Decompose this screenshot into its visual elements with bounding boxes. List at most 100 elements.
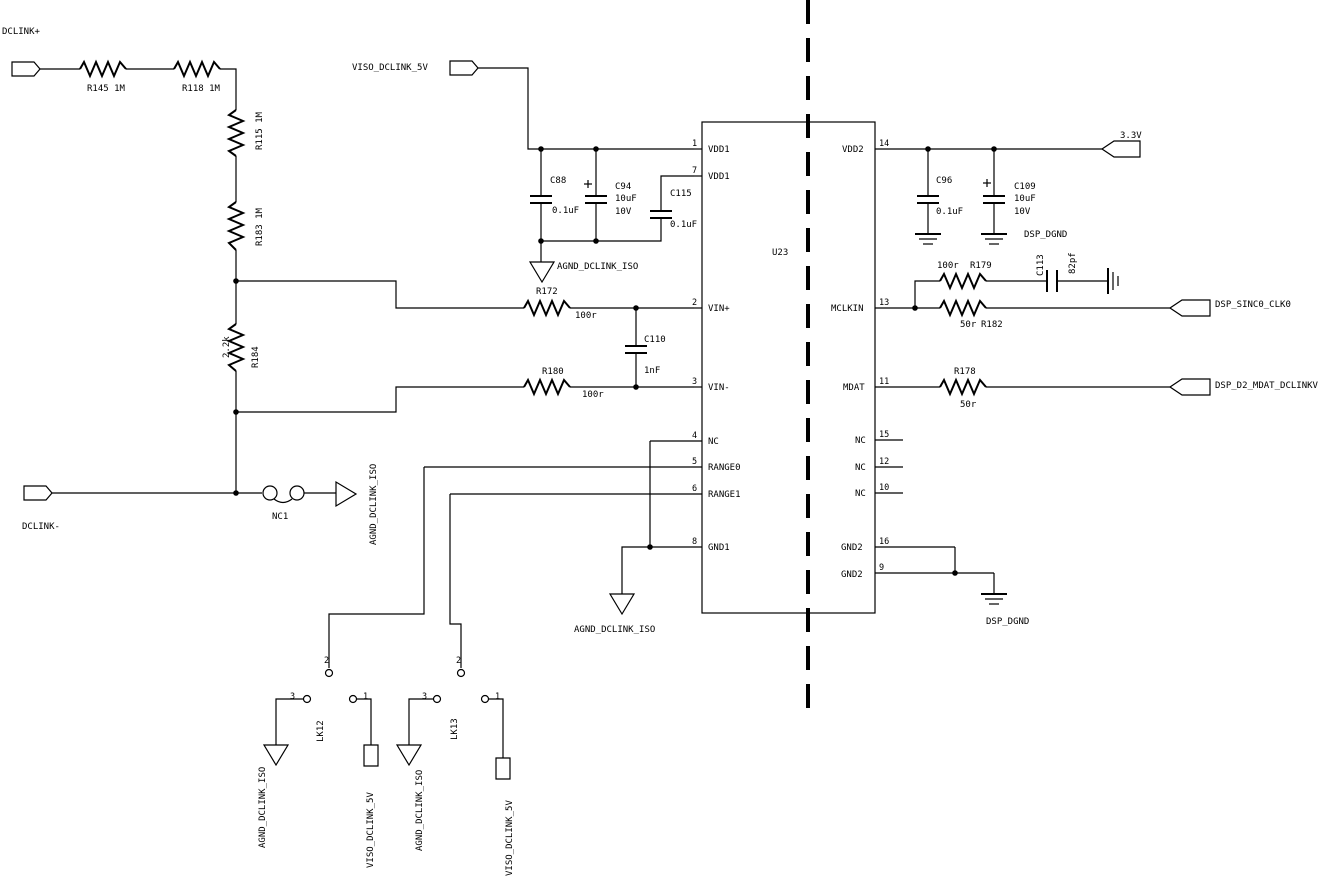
c113-value-label: 82pf xyxy=(1068,252,1078,274)
c88-ref-label: C88 xyxy=(550,176,566,186)
c115-capacitor xyxy=(541,175,694,242)
ic-pin-num-2: 2 xyxy=(692,298,697,308)
viso-top-port xyxy=(449,60,694,150)
ic-pin-num-16: 16 xyxy=(879,537,889,547)
ic-pin-num-10: 10 xyxy=(879,483,889,493)
nc1-label: NC1 xyxy=(272,512,288,522)
junction-dot xyxy=(633,305,639,311)
r180-resistor xyxy=(523,377,694,397)
lk13-pin2: 2 xyxy=(456,656,461,666)
r182-ref-label: R182 xyxy=(981,320,1003,330)
r179-value-label: 100r xyxy=(937,261,959,271)
r183-label: R183 1M xyxy=(255,207,265,246)
lk12-pin1: 1 xyxy=(363,692,368,702)
c109-capacitor xyxy=(981,149,1007,245)
mdat-label: DSP_D2_MDAT_DCLINKV xyxy=(1215,381,1319,391)
r118-resistor xyxy=(173,59,237,110)
c110-value-label: 1nF xyxy=(644,366,660,376)
c109-ref-label: C109 xyxy=(1014,182,1036,192)
ic-pin-num-6: 6 xyxy=(692,484,697,494)
ic-pin-name-mdat: MDAT xyxy=(843,383,865,393)
r145-label: R145 1M xyxy=(87,84,126,94)
lk12-viso-label: VISO_DCLINK_5V xyxy=(366,792,376,868)
ic-pin-name-vdd2: VDD2 xyxy=(842,145,864,155)
lk12-jumper xyxy=(262,668,379,767)
ic-pin-name-nc12: NC xyxy=(855,463,866,473)
ic-pin-name-range1: RANGE1 xyxy=(708,490,741,500)
ic-pin-name-gnd2: GND2 xyxy=(841,543,863,553)
r172-value-label: 100r xyxy=(575,311,597,321)
c113-ref-label: C113 xyxy=(1036,254,1046,276)
agnd-top-symbol xyxy=(528,261,556,284)
r145-resistor xyxy=(79,59,174,79)
r172-resistor xyxy=(523,298,694,318)
junction-dot xyxy=(633,384,639,390)
ic-pin-name-nc: NC xyxy=(708,437,719,447)
c88-capacitor xyxy=(530,149,552,262)
ic-pin-num-1: 1 xyxy=(692,139,697,149)
r172-ref-label: R172 xyxy=(536,287,558,297)
junction-dot xyxy=(233,490,239,496)
c94-ref-label: C94 xyxy=(615,182,631,192)
vin-pos-wire xyxy=(236,280,524,309)
junction-dot xyxy=(952,570,958,576)
c94-value-label: 10uF xyxy=(615,194,637,204)
ic-pin-num-7: 7 xyxy=(692,166,697,176)
r178-ref-label: R178 xyxy=(954,367,976,377)
c115-value-label: 0.1uF xyxy=(670,220,697,230)
ic-pin-name-vinn: VIN- xyxy=(708,383,730,393)
ic-pin-name-nc15: NC xyxy=(855,436,866,446)
r183-resistor xyxy=(226,201,246,324)
c96-capacitor xyxy=(915,149,941,245)
ic-pin-num-9: 9 xyxy=(879,563,884,573)
c94-capacitor xyxy=(584,149,607,241)
agnd-vertical-label: AGND_DCLINK_ISO xyxy=(369,464,379,545)
ic-pin-num-11: 11 xyxy=(879,377,889,387)
agnd-bottom-symbol xyxy=(608,593,636,616)
r184-resistor xyxy=(226,323,246,494)
ic-pin-num-13: 13 xyxy=(879,298,889,308)
junction-dot xyxy=(912,305,918,311)
ic-pin-name-range0: RANGE0 xyxy=(708,463,741,473)
gnd1-wire xyxy=(621,546,650,594)
ic-right-pins xyxy=(875,148,1102,574)
c113-capacitor xyxy=(1046,268,1119,294)
viso-top-label: VISO_DCLINK_5V xyxy=(352,63,428,73)
lk13-label: LK13 xyxy=(450,718,460,740)
r184-value-label: 2.2k xyxy=(222,336,232,358)
ic-pin-num-15: 15 xyxy=(879,430,889,440)
ic-pin-num-5: 5 xyxy=(692,457,697,467)
range0-wire xyxy=(328,467,425,668)
dsp-dgnd-bottom-label: DSP_DGND xyxy=(986,617,1029,627)
r182-value-label: 50r xyxy=(960,320,977,330)
c110-capacitor xyxy=(625,308,647,387)
dclink-neg-label: DCLINK- xyxy=(22,522,60,532)
lk13-viso-label: VISO_DCLINK_5V xyxy=(505,800,515,876)
c96-ref-label: C96 xyxy=(936,176,952,186)
lk12-label: LK12 xyxy=(316,720,326,742)
agnd-top-label: AGND_DCLINK_ISO xyxy=(557,262,638,272)
r118-label: R118 1M xyxy=(182,84,221,94)
r180-value-label: 100r xyxy=(582,390,604,400)
lk13-pin3: 3 xyxy=(422,692,427,702)
c109-value-label: 10uF xyxy=(1014,194,1036,204)
dclink-pos-label: DCLINK+ xyxy=(2,27,41,37)
ic-pin-num-14: 14 xyxy=(879,139,889,149)
ic-pin-name-gnd2b: GND2 xyxy=(841,570,863,580)
mdat-port xyxy=(1168,378,1211,396)
vin-neg-wire xyxy=(236,386,524,413)
ic-pin-num-3: 3 xyxy=(692,377,697,387)
r182-resistor xyxy=(939,298,1170,318)
dclink-neg-port xyxy=(23,485,262,501)
sinc-clk-port xyxy=(1168,299,1211,317)
v33-label: 3.3V xyxy=(1120,131,1142,141)
sinc-clk-label: DSP_SINC0_CLK0 xyxy=(1215,300,1291,310)
c110-ref-label: C110 xyxy=(644,335,666,345)
ic-pin-name-nc10: NC xyxy=(855,489,866,499)
ic-pin-name-vdd1: VDD1 xyxy=(708,145,730,155)
agnd-bottom-label: AGND_DCLINK_ISO xyxy=(574,625,655,635)
r178-resistor xyxy=(939,377,1170,397)
dsp-dgnd-top-label: DSP_DGND xyxy=(1024,230,1067,240)
ic-pin-name-mclkin: MCLKIN xyxy=(831,304,864,314)
